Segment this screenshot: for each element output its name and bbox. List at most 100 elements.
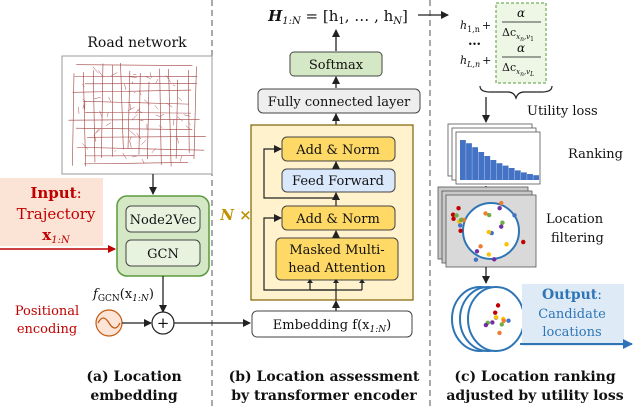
road-segment [138, 91, 142, 96]
candidate-dot [497, 330, 502, 336]
candidate-dot [506, 318, 511, 323]
ranking-label: Ranking [568, 147, 623, 162]
location-dot [457, 223, 463, 228]
road-segment [193, 66, 197, 160]
utility-loss-label: Utility loss [527, 104, 598, 119]
road-segment [98, 70, 104, 78]
road-segment [147, 81, 150, 160]
road-segment [68, 119, 200, 121]
road-network-map [61, 55, 213, 175]
utility-formula-box [495, 2, 547, 84]
trajectory-label: Trajectory [17, 205, 96, 223]
road-segment [178, 97, 183, 102]
filtering-panel [437, 186, 537, 268]
road-segment [106, 112, 109, 118]
candidate-dot [499, 322, 504, 327]
location-dot [456, 206, 461, 211]
road-segment [188, 122, 191, 126]
road-segment [165, 75, 171, 83]
location-dot [478, 244, 483, 249]
road-segment [151, 148, 156, 154]
road-segment [114, 150, 116, 152]
h-formula: H1:N = [h1, … , hN] [267, 7, 408, 27]
output-title: Output: [542, 287, 602, 303]
road-segment [122, 152, 127, 160]
road-segment [101, 63, 104, 159]
road-segment [105, 122, 112, 126]
fgcn-label: fGCN(x1:N) [92, 287, 154, 304]
caption-a-line1: (a) Location [86, 369, 181, 385]
road-segment [87, 136, 206, 138]
road-segment [131, 114, 138, 120]
plus-circle: + [151, 311, 175, 335]
location-dot [473, 257, 479, 262]
road-segment [143, 99, 150, 105]
caption-c-line1: (c) Location ranking [454, 369, 615, 385]
road-segment [76, 64, 193, 66]
road-segment [92, 66, 99, 74]
road-segment [96, 128, 101, 133]
location-dot [497, 205, 502, 211]
ranking-bar [466, 143, 472, 180]
road-segment [160, 114, 165, 117]
road-segment [138, 73, 141, 155]
road-segment [173, 118, 175, 126]
road-segment [179, 155, 183, 162]
ranking-bar [527, 174, 533, 180]
road-segment [177, 137, 179, 144]
location-dot [458, 228, 463, 233]
dots-term: … [468, 34, 481, 49]
location-dot [521, 239, 526, 245]
road-network-label: Road network [87, 35, 187, 51]
location-dot [458, 217, 464, 223]
road-segment [81, 83, 85, 87]
road-segment [173, 84, 176, 87]
candidate-label-1: Candidate [538, 307, 606, 322]
road-segment [155, 114, 162, 118]
road-segment [188, 70, 190, 153]
sine-wave-icon [95, 309, 123, 337]
location-dot [483, 211, 488, 216]
road-segment [93, 97, 101, 100]
ranking-bar [521, 172, 527, 180]
masked-attention-label-2: head Attention [288, 261, 386, 276]
candidate-locations-graphic [451, 286, 525, 352]
residual-bottom [263, 214, 336, 291]
road-segment [175, 79, 179, 159]
road-segment [138, 119, 144, 122]
road-segment [82, 98, 87, 103]
add-norm-top-label: Add & Norm [295, 143, 380, 158]
ranking-bar [490, 160, 497, 180]
embedding-box [251, 310, 413, 338]
delta-c-1: Δcxn,v1 [502, 26, 534, 43]
filtering-label-2: filtering [551, 231, 604, 246]
location-dot [512, 213, 517, 218]
road-segment [149, 72, 152, 78]
filtering-label-1: Location [546, 212, 604, 227]
road-segment [124, 83, 127, 91]
road-segment [130, 76, 137, 78]
attn-inputs [309, 281, 363, 300]
road-segment [85, 111, 192, 114]
ranking-bar [484, 156, 491, 180]
caption-c-line2: adjusted by utility loss [446, 388, 623, 404]
road-segment [129, 130, 136, 136]
road-segment [81, 143, 89, 150]
location-dot [492, 257, 497, 262]
candidate-dot [493, 315, 499, 320]
alpha-2: α [517, 41, 525, 55]
embedding-label: Embedding f(x1:N) [273, 318, 391, 335]
road-segment [185, 125, 190, 129]
road-segment [75, 127, 193, 130]
road-segment [76, 146, 205, 151]
road-segment [78, 106, 80, 114]
road-segment [132, 155, 138, 158]
ranking-bar [502, 165, 509, 180]
road-segment [176, 116, 183, 122]
road-segment [128, 136, 132, 143]
road-segment [155, 79, 159, 84]
candidate-dot [483, 322, 489, 328]
ranking-bar [533, 175, 539, 180]
candidate-dot [501, 318, 507, 323]
road-segment [154, 105, 159, 110]
